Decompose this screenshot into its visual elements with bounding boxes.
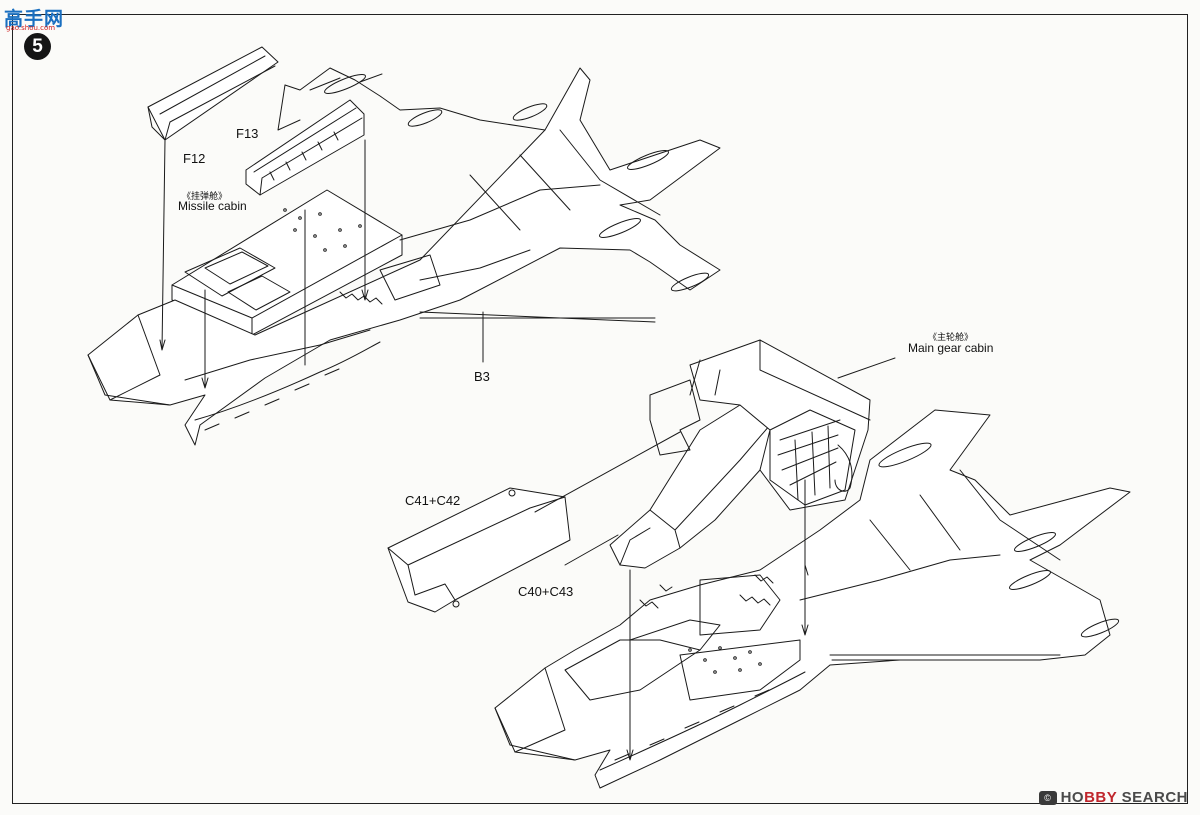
part-label-c40-c43: C40+C43 [518,584,574,599]
lower-fuselage-body [494,379,1131,789]
main-gear-cabin-label: Main gear cabin [908,341,994,355]
missile-cabin-label: Missile cabin [178,199,247,213]
part-f12-drawing [147,46,279,141]
part-label-c41-c42: C41+C42 [405,493,461,508]
logo-name: 高手网 [4,8,65,30]
main-gear-cabin-drawing [689,339,871,511]
sheet-border [12,14,1188,804]
upper-fuselage-assembly [87,46,721,446]
watermark-text: HOBBY SEARCH [1061,789,1188,806]
part-label-f12: F12 [183,151,206,166]
upper-leader-lines [159,139,484,389]
missile-cabin-label-cn: 《挂弹舱》 [182,192,228,202]
watermark-mark: © [1038,790,1057,805]
logo-url: gao.shou.com [6,24,56,32]
part-c41-c42-drawing [387,487,571,613]
part-label-b3: B3 [474,369,490,384]
part-c40-c43-drawing [609,404,776,569]
part-f13-drawing [245,99,365,196]
hobby-search-logo-icon: © HOBBY SEARCH [1038,789,1188,806]
part-label-f13: F13 [236,126,259,141]
site-logo-icon: 高手网 gao.shou.com [4,4,74,34]
watermark-search: SEARCH [1121,789,1188,806]
watermark-ho: HO [1060,789,1085,806]
lower-leader-lines [534,357,896,761]
step-number-badge: 5 [24,33,51,60]
upper-fuselage-body [87,67,721,446]
lower-fuselage-assembly [387,339,1131,789]
missile-cabin-drawing [171,189,403,336]
main-gear-cabin-label-cn: 《主轮舱》 [928,333,974,343]
watermark-bby: BBY [1084,789,1117,806]
